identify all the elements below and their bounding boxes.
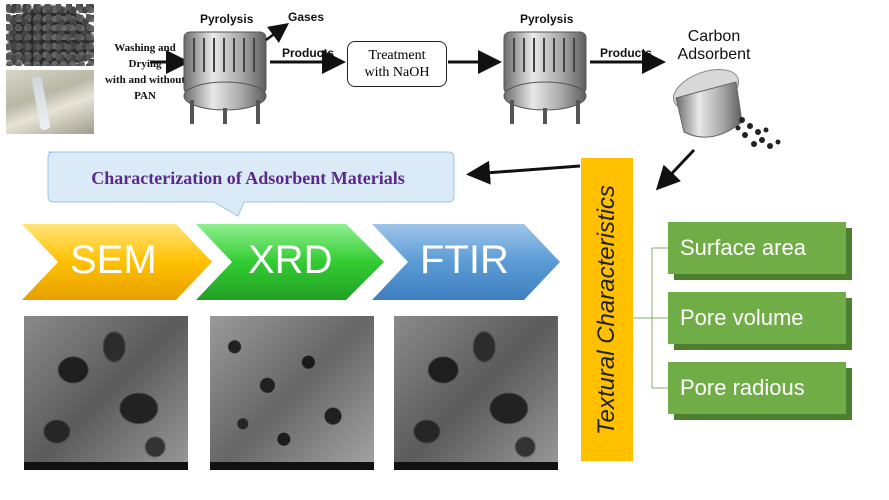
products-1-label: Products [282,46,335,60]
chevron-xrd [196,224,384,300]
sem-image-3 [394,316,558,470]
washing-line-3: with and without PAN [104,74,186,102]
pore-radious-box: Pore radious [668,362,846,414]
treatment-naoh-box: Treatment with NaOH [347,41,447,87]
characterization-title: Characterization of Adsorbent Materials [91,167,405,188]
pore-volume-label: Pore volume [680,305,804,330]
textural-characteristics-bar: Textural Characteristics [581,158,633,461]
material-photo [6,70,94,134]
chevron-ftir [372,224,560,300]
arrow-to-textural [655,148,696,191]
connector-lines [633,247,668,389]
carbon-line-2: Adsorbent [677,46,751,63]
gases-label: Gases [288,10,325,24]
products-2-label: Products [600,46,653,60]
surface-area-box: Surface area [668,222,846,274]
chevron-sem [22,224,212,300]
carbon-adsorbent-label: Carbon Adsorbent [672,28,756,64]
sem-label: SEM [70,238,157,282]
washing-line-1: Washing and [114,42,176,54]
arrow-to-characterization [466,160,581,185]
characterization-bubble [47,151,455,217]
xrd-label: XRD [248,238,333,282]
treatment-line-1: Treatment [368,48,426,63]
carbon-adsorbent-image [672,68,781,149]
sem-image-1 [24,316,188,470]
pore-volume-box: Pore volume [668,292,846,344]
reactor-1 [183,31,267,124]
ftir-label: FTIR [420,238,509,282]
carbon-line-1: Carbon [687,28,741,45]
treatment-line-2: with NaOH [364,65,430,80]
reactor-2 [503,31,587,124]
sem-image-2 [210,316,374,470]
textural-title: Textural Characteristics [593,184,620,435]
pore-radious-label: Pore radious [680,375,805,400]
arrow-gases [265,23,290,43]
pyrolysis-2-label: Pyrolysis [520,12,574,26]
surface-area-label: Surface area [680,235,806,260]
pellets-photo [6,4,94,66]
pyrolysis-1-label: Pyrolysis [200,12,254,26]
